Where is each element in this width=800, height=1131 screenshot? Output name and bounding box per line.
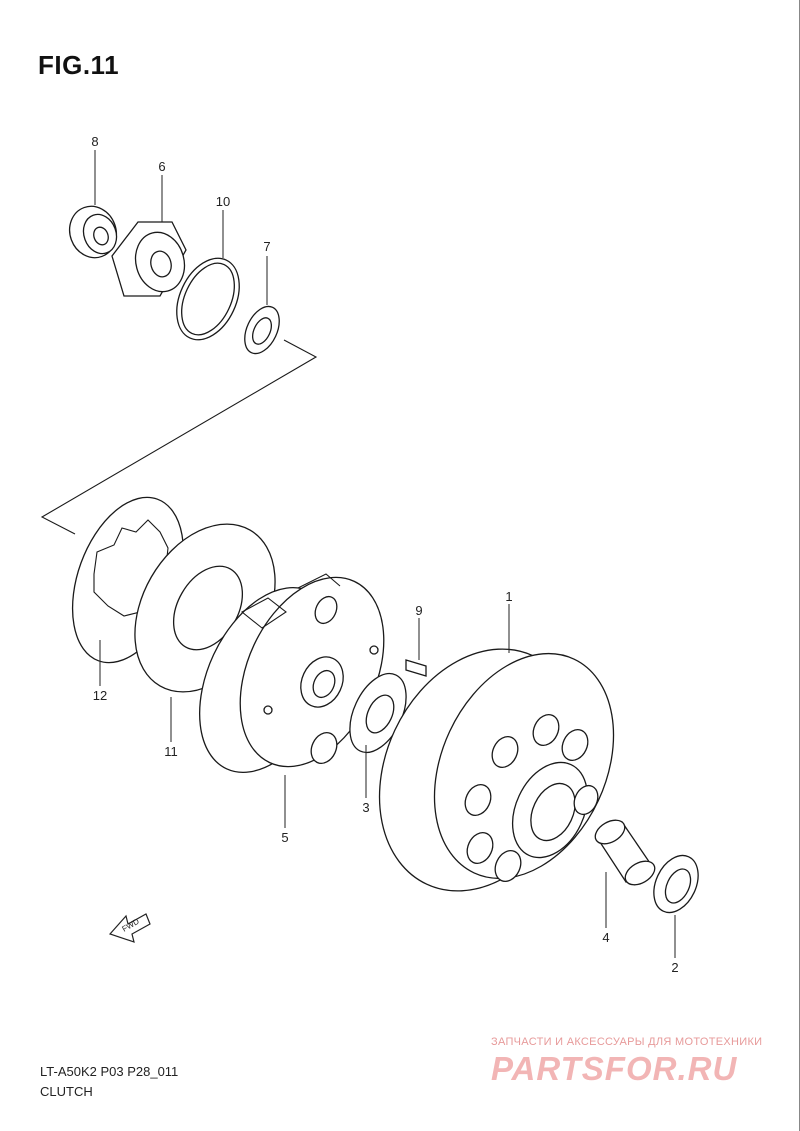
callout-3: 3 — [362, 800, 369, 815]
model-code-label: LT-A50K2 P03 P28_011 — [40, 1064, 179, 1079]
callout-6: 6 — [158, 159, 165, 174]
callout-5: 5 — [281, 830, 288, 845]
watermark-tagline: ЗАПЧАСТИ И АКСЕССУАРЫ ДЛЯ МОТОТЕХНИКИ — [491, 1036, 763, 1048]
part-4-bushing — [594, 819, 656, 886]
callout-12: 12 — [93, 688, 107, 703]
assembly-guide-line — [40, 339, 318, 535]
callout-11: 11 — [164, 744, 178, 759]
part-5-clutch-shoe-assembly — [198, 573, 385, 774]
part-8-oil-seal — [68, 205, 118, 259]
section-name-label: CLUTCH — [40, 1084, 93, 1099]
part-10-o-ring — [176, 257, 240, 341]
part-6-nut — [111, 221, 187, 297]
part-9-key — [405, 659, 427, 677]
callout-4: 4 — [602, 930, 609, 945]
callout-7: 7 — [263, 239, 270, 254]
callout-10: 10 — [216, 194, 230, 209]
watermark-logo-text: PARTSFOR.RU — [491, 1050, 738, 1087]
callout-8: 8 — [91, 134, 98, 149]
callout-2: 2 — [671, 960, 678, 975]
part-1-clutch-housing — [378, 648, 615, 892]
part-7-washer — [244, 305, 280, 355]
fwd-arrow-icon: FWD — [108, 913, 151, 943]
part-3-washer — [349, 672, 407, 754]
callout-9: 9 — [415, 603, 422, 618]
part-2-washer — [653, 854, 699, 914]
callout-1: 1 — [505, 589, 512, 604]
figure-title: FIG.11 — [38, 50, 120, 80]
